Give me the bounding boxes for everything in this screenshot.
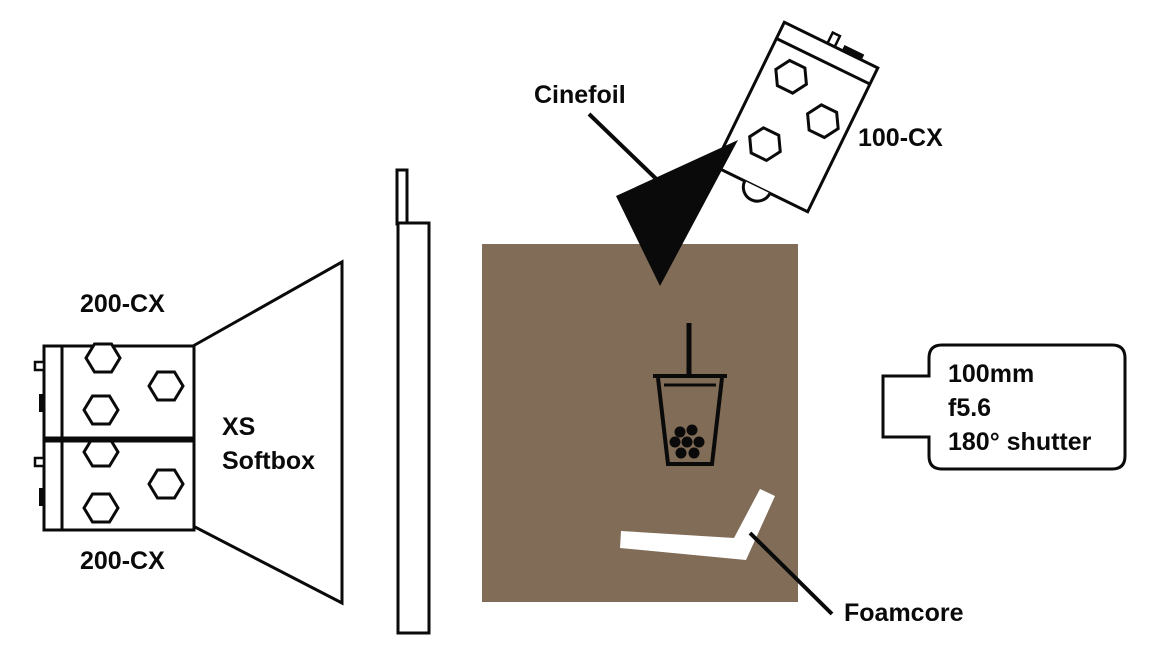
light-200cx-bottom-label: 200-CX [80, 547, 165, 575]
foamcore-label: Foamcore [844, 599, 964, 627]
hex-icon [82, 492, 120, 524]
light-100cx-label: 100-CX [858, 124, 943, 152]
camera-aperture: f5.6 [948, 394, 992, 422]
light-200cx-bottom [33, 436, 196, 532]
hex-icon [147, 468, 185, 500]
cinefoil-shape [616, 140, 738, 286]
softbox-label-line2: Softbox [222, 447, 316, 475]
camera-settings: 100mm f5.6 180° shutter [948, 357, 1091, 459]
drink-cup [653, 323, 727, 466]
light-200cx-top [33, 342, 196, 440]
hex-icon [84, 342, 122, 374]
light-200cx-top-label: 200-CX [80, 290, 165, 318]
camera-icon [881, 343, 1127, 471]
foamcore-leader [748, 531, 834, 616]
cinefoil-leader [587, 112, 678, 200]
softbox-shape [191, 259, 344, 606]
cinefoil-label: Cinefoil [534, 81, 626, 109]
camera-shutter: 180° shutter [948, 428, 1092, 456]
foamcore-shape [620, 489, 775, 560]
softbox-label-line1: XS [222, 413, 256, 441]
camera-lens: 100mm [948, 360, 1035, 388]
flag-stand [395, 168, 431, 635]
hex-icon [147, 370, 185, 402]
light-100cx [712, 20, 880, 214]
hex-icon [82, 394, 120, 426]
